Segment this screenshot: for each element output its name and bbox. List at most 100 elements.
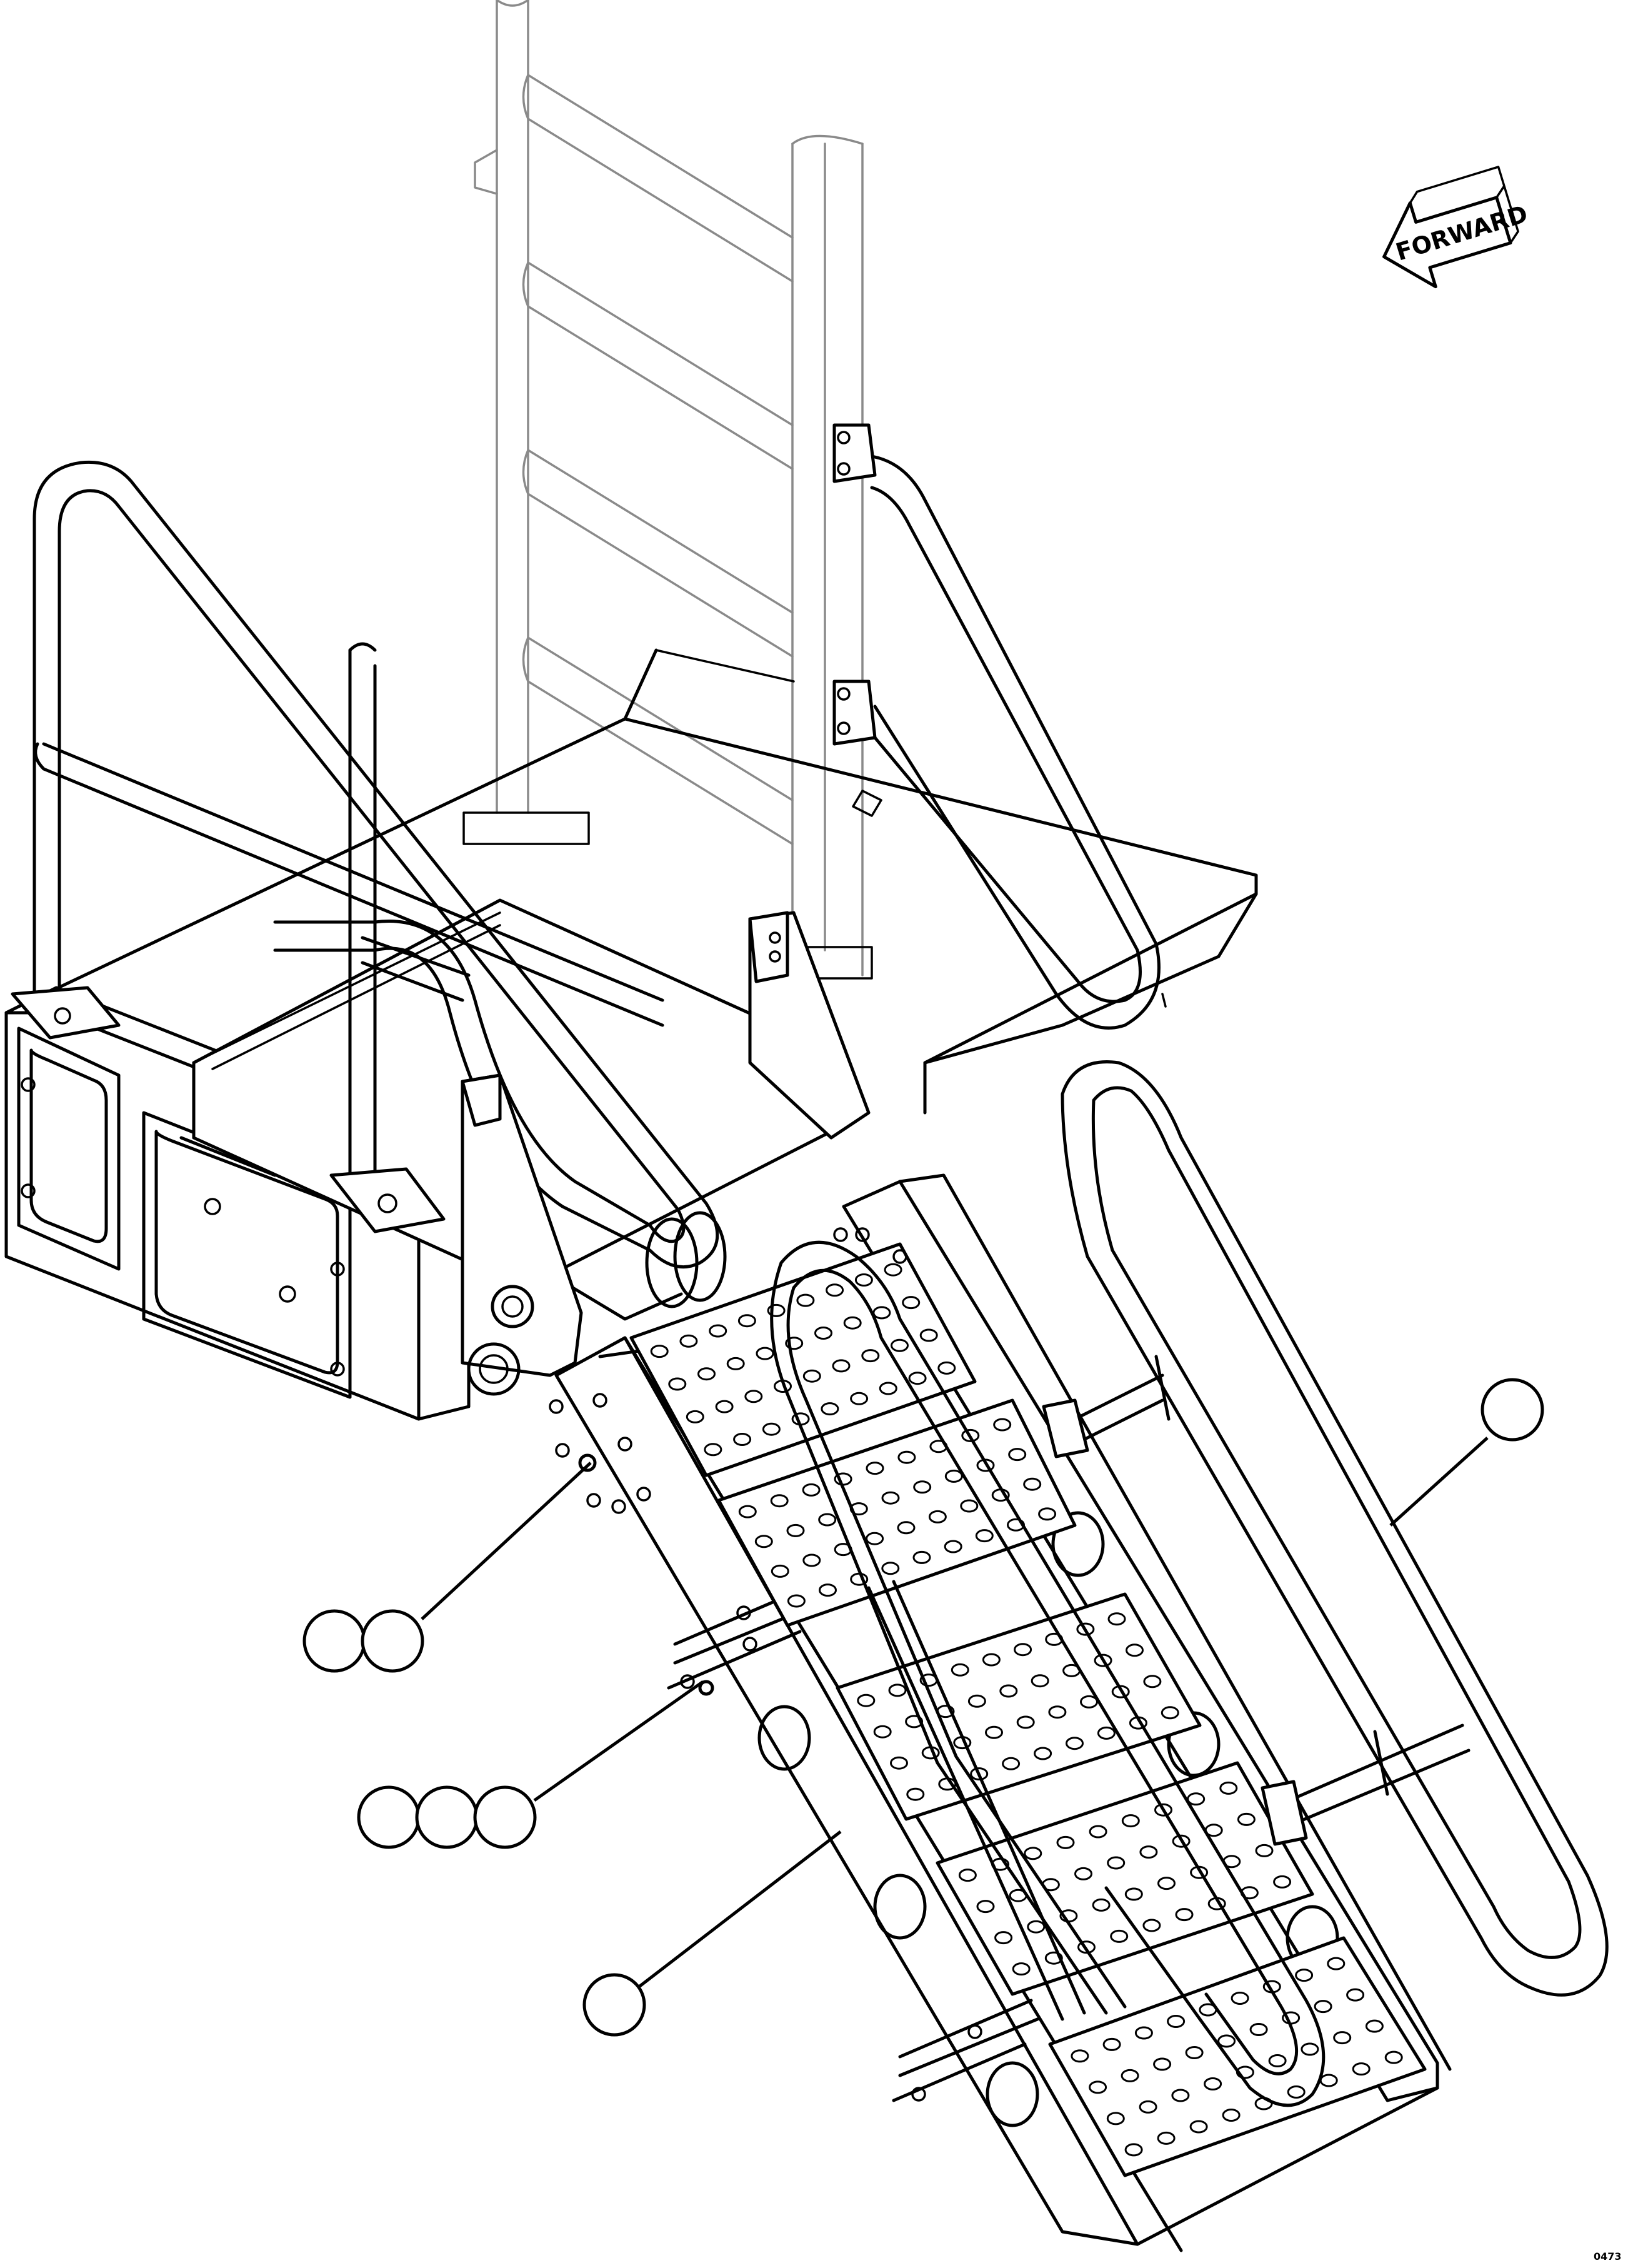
callouts [302, 1378, 1544, 2037]
tread-hole [762, 1422, 781, 1436]
tread-hole [872, 1306, 891, 1320]
tread-hole [854, 1273, 873, 1287]
tread-hole [1089, 1825, 1107, 1839]
tread-hole [908, 1372, 927, 1385]
tread-hole [1167, 2015, 1186, 2028]
tread-hole [1066, 1737, 1084, 1750]
tread-hole [866, 1462, 884, 1475]
tread-hole [1124, 2143, 1143, 2157]
tread-hole [1231, 1992, 1249, 2005]
tread-hole [1157, 1877, 1176, 1890]
tread-hole [1097, 1726, 1116, 1740]
tread-hole [1126, 1643, 1144, 1657]
tread-hole [993, 1418, 1012, 1432]
tread-hole [832, 1359, 851, 1373]
left-handrail [11, 460, 719, 1269]
tread-hole [958, 1869, 977, 1882]
tread-hole [787, 1594, 806, 1608]
tread-hole [754, 1535, 773, 1548]
ladder-foot-plate-left [462, 811, 590, 845]
tread-hole [709, 1324, 727, 1338]
tread-hole [802, 1553, 821, 1567]
tread-hole [873, 1725, 892, 1739]
tread-hole [960, 1499, 979, 1513]
tread-hole [944, 1540, 962, 1553]
tread-hole [1143, 1675, 1162, 1688]
callout-balloon [1481, 1378, 1544, 1442]
tread-hole [686, 1410, 704, 1423]
tread-hole [819, 1583, 837, 1597]
tread-hole [1319, 2074, 1338, 2087]
tread-hole [1027, 1920, 1046, 1934]
tread-hole [999, 1684, 1018, 1698]
tread-hole [1048, 1705, 1067, 1719]
sheet-code: 0473 [1594, 2250, 1622, 2262]
tread-hole [1107, 1612, 1126, 1626]
tread-hole [1014, 1643, 1032, 1657]
tread-hole [1142, 1919, 1161, 1932]
tread-hole [1204, 2077, 1222, 2090]
tread-hole [1314, 2000, 1332, 2014]
tread-2 [717, 1398, 1077, 1627]
callout-balloon [302, 1609, 366, 1673]
tread-3 [836, 1592, 1202, 1821]
callout-balloon [582, 1973, 646, 2037]
tread-hole [1134, 2026, 1153, 2040]
tread-hole [861, 1349, 880, 1363]
tread-hole [1106, 2112, 1125, 2125]
tread-hole [704, 1443, 722, 1457]
tread-hole [1268, 2054, 1287, 2067]
tread-hole [1287, 2085, 1306, 2099]
tread-hole [818, 1513, 837, 1527]
tread-hole [1301, 2042, 1319, 2056]
tread-hole [737, 1314, 756, 1328]
tread-hole [726, 1357, 745, 1370]
stair-handrail-inner [770, 1240, 1326, 2107]
tread-hole [1038, 1507, 1057, 1521]
tread-hole [814, 1327, 832, 1340]
tread-hole [850, 1392, 869, 1405]
tread-hole [821, 1402, 839, 1416]
callout-balloon [473, 1785, 537, 1849]
tread-hole [976, 1900, 995, 1914]
stair-handrail-outer [1042, 1060, 1609, 1997]
forward-direction-arrow: FORWARD [1382, 166, 1531, 289]
tread-hole [1153, 2057, 1172, 2071]
tread-hole [786, 1523, 805, 1537]
tread-hole [1161, 1706, 1179, 1720]
tread-hole [1139, 1845, 1158, 1859]
tread-hole [668, 1377, 687, 1391]
tread-hole [884, 1263, 902, 1277]
tread-hole [919, 1328, 938, 1342]
tread-hole [1185, 2046, 1204, 2059]
tread-hole [1016, 1715, 1035, 1729]
tread-hole [1012, 1962, 1031, 1976]
tread-hole [826, 1283, 844, 1297]
tread-hole [902, 1296, 921, 1310]
tread-hole [1352, 2062, 1371, 2076]
tread-hole [888, 1683, 907, 1697]
tread-hole [1249, 2023, 1268, 2036]
tread-hole [1110, 1929, 1129, 1943]
tread-hole [1089, 2080, 1107, 2094]
callout-balloon [415, 1785, 479, 1849]
tread-hole [912, 1550, 931, 1564]
tread-hole [1295, 1969, 1314, 1982]
tread-hole [1217, 2034, 1236, 2048]
platform-deck [17, 648, 1258, 1115]
tread-hole [771, 1564, 789, 1578]
tread-hole [994, 1931, 1013, 1945]
tread-hole [1074, 1867, 1092, 1880]
tread-hole [1023, 1477, 1042, 1491]
tread-hole [897, 1521, 916, 1535]
tread-hole [1157, 2131, 1176, 2145]
tread-hole [738, 1505, 757, 1518]
tread-hole [1273, 1875, 1292, 1889]
tread-hole [1222, 2109, 1241, 2122]
tread-hole [881, 1562, 900, 1575]
tread-hole [1255, 1844, 1274, 1857]
tread-hole [1121, 1814, 1140, 1828]
tread-hole [1237, 1812, 1256, 1826]
tread-hole [744, 1390, 763, 1403]
